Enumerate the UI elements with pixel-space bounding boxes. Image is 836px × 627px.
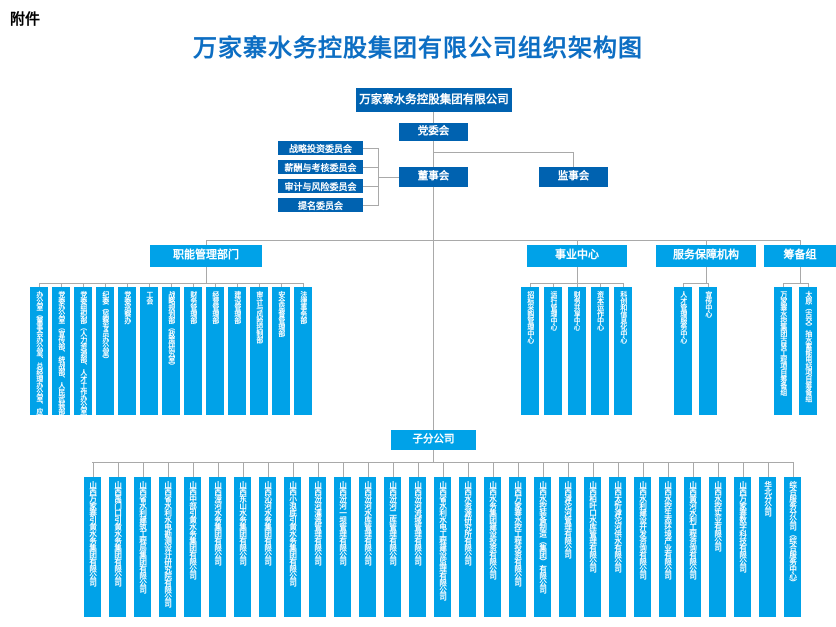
subsidiary-box: 山西小浪底引黄水务集团有限公司 — [284, 462, 301, 617]
subsidiary-box: 山西沁河水务集团有限公司 — [259, 462, 276, 617]
department-box: 办公室（董事会办公室、总经理办公室、应急管理办公室） — [30, 283, 48, 415]
department-box: 建设管理部 — [228, 283, 246, 415]
subsidiary-box: 山西漳河水务集团有限公司 — [209, 462, 226, 617]
preparation-group-box: 太原（古交）抽水蓄能电站项目筹备组 — [799, 283, 817, 415]
subsidiary-box: 山西水利建设开发咨询有限公司 — [634, 462, 651, 617]
department-box: 法律事务部 — [294, 283, 312, 415]
subsidiary-box: 山西汾河流域管理有限公司 — [409, 462, 426, 617]
service-support-box: 宣传中心 — [699, 283, 717, 415]
department-box: 战略规划部（政策研究室） — [162, 283, 180, 415]
business-center-box: 招标采购管理中心 — [521, 283, 539, 415]
department-box: 工会 — [140, 283, 158, 415]
functional-departments-row: 办公室（董事会办公室、总经理办公室、应急管理办公室）党委办公室（宣传部、统战部、… — [30, 283, 312, 415]
department-box: 经营管理部 — [206, 283, 224, 415]
subsidiary-box: 山西省水利水电工程建设监理有限公司 — [434, 462, 451, 617]
connector-line — [378, 177, 399, 178]
connector-line — [573, 152, 574, 167]
subsidiary-box: 山西水控装备制造（集团）有限公司 — [534, 462, 551, 617]
connector-line — [363, 167, 379, 168]
preparation-group-box: 万家寨水控集团古贤工程项目筹备组 — [774, 283, 792, 415]
subsidiary-box: 山西水控实业有限公司 — [709, 462, 726, 617]
connector-line — [706, 240, 707, 246]
subsidiary-box: 山西汾河一坝管理有限公司 — [334, 462, 351, 617]
connector-line — [577, 240, 578, 246]
subsidiary-box: 山西东山水务集团有限公司 — [234, 462, 251, 617]
subsidiary-box: 山西万家寨引黄水务集团有限公司 — [84, 462, 101, 617]
business-center-box: 科创和信息化中心 — [614, 283, 632, 415]
subsidiary-box: 山西汾河二库管理有限公司 — [384, 462, 401, 617]
department-box: 党委办公室（宣传部、统战部、人民武装部、团委） — [52, 283, 70, 415]
subsidiary-box: 综合服务分公司（综合服务中心） — [784, 462, 801, 617]
business-center-box: 运行管理中心 — [544, 283, 563, 415]
board-committees: 战略投资委员会薪酬与考核委员会审计与风险委员会提名委员会 — [278, 141, 363, 212]
committee-box: 提名委员会 — [278, 198, 363, 212]
department-box: 纪委（监察专员办公室） — [96, 283, 114, 415]
connector-line — [433, 141, 434, 168]
business-center-box: 资本运作中心 — [590, 283, 609, 415]
subsidiaries-header: 子分公司 — [391, 430, 476, 450]
connector-line — [433, 112, 434, 124]
business-centers-row: 招标采购管理中心运行管理中心财务共享中心资本运作中心科创和信息化中心 — [521, 283, 632, 415]
connector-line — [363, 205, 379, 206]
subsidiary-box: 华北分公司 — [759, 462, 776, 617]
service-support-row: 人才管理服务中心宣传中心 — [674, 283, 717, 415]
subsidiary-box: 山西省水利建筑工程局集团有限公司 — [134, 462, 151, 617]
connector-line — [706, 267, 707, 284]
connector-line — [433, 152, 574, 153]
preparation-groups-row: 万家寨水控集团古贤工程项目筹备组太原（古交）抽水蓄能电站项目筹备组 — [774, 283, 817, 415]
connector-line — [800, 240, 801, 246]
connector-line — [683, 283, 708, 284]
connector-line — [433, 450, 434, 462]
page-title: 万家寨水务控股集团有限公司组织架构图 — [193, 35, 643, 62]
group-header-functional-departments: 职能管理部门 — [150, 245, 262, 267]
connector-line — [800, 267, 801, 284]
department-box: 安全监督管理部 — [272, 283, 290, 415]
subsidiary-box: 山西水务集团建设投资有限公司 — [484, 462, 501, 617]
subsidiary-box: 山西黄河水利工程咨询有限公司 — [684, 462, 701, 617]
subsidiary-box: 山西禹门口引黄水务集团有限公司 — [109, 462, 126, 617]
committee-box: 战略投资委员会 — [278, 141, 363, 155]
connector-line — [363, 148, 379, 149]
supervisory-board-box: 监事会 — [539, 167, 608, 187]
committee-box: 审计与风险委员会 — [278, 179, 363, 193]
subsidiary-box: 山西太忻滹沱河供水有限公司 — [609, 462, 626, 617]
subsidiary-box: 山西中部引黄水务集团有限公司 — [184, 462, 201, 617]
subsidiary-box: 山西汾河水库管理有限公司 — [359, 462, 376, 617]
group-header-business-centers: 事业中心 — [527, 245, 627, 267]
department-box: 财务管理部 — [184, 283, 202, 415]
group-header-preparation-groups: 筹备组 — [764, 245, 836, 267]
connector-line — [433, 187, 434, 430]
subsidiary-box: 山西万家寨数字科技有限公司 — [734, 462, 751, 617]
connector-line — [206, 240, 801, 241]
party-committee-box: 党委会 — [399, 123, 468, 141]
group-header-service-support: 服务保障机构 — [656, 245, 756, 267]
attachment-label: 附件 — [10, 11, 41, 28]
subsidiary-box: 山西柏叶口水库管理有限公司 — [584, 462, 601, 617]
subsidiary-box: 山西万家寨水控工程投资有限公司 — [509, 462, 526, 617]
root-company-box: 万家寨水务控股集团有限公司 — [356, 88, 512, 112]
subsidiary-box: 山西滹沱河管理有限公司 — [559, 462, 576, 617]
subsidiary-box: 山西水控生态环境产业有限公司 — [659, 462, 676, 617]
department-box: 审计与风险控制部 — [250, 283, 268, 415]
subsidiary-box: 山西省水利水电勘测设计研究院有限公司 — [159, 462, 176, 617]
business-center-box: 财务共享中心 — [567, 283, 586, 415]
board-of-directors-box: 董事会 — [399, 167, 468, 187]
department-box: 党委巡察办 — [118, 283, 136, 415]
connector-line — [206, 267, 207, 284]
connector-line — [577, 267, 578, 284]
department-box: 党委组织部（人力资源部、人才工作办公室） — [74, 283, 92, 415]
committee-box: 薪酬与考核委员会 — [278, 160, 363, 174]
service-support-box: 人才管理服务中心 — [674, 283, 692, 415]
connector-line — [206, 240, 207, 246]
subsidiary-box: 山西水资源研究所有限公司 — [459, 462, 476, 617]
subsidiaries-row: 山西万家寨引黄水务集团有限公司山西禹门口引黄水务集团有限公司山西省水利建筑工程局… — [84, 462, 801, 617]
subsidiary-box: 山西汾河灌溉管理有限公司 — [309, 462, 326, 617]
connector-line — [783, 283, 808, 284]
connector-line — [363, 186, 379, 187]
